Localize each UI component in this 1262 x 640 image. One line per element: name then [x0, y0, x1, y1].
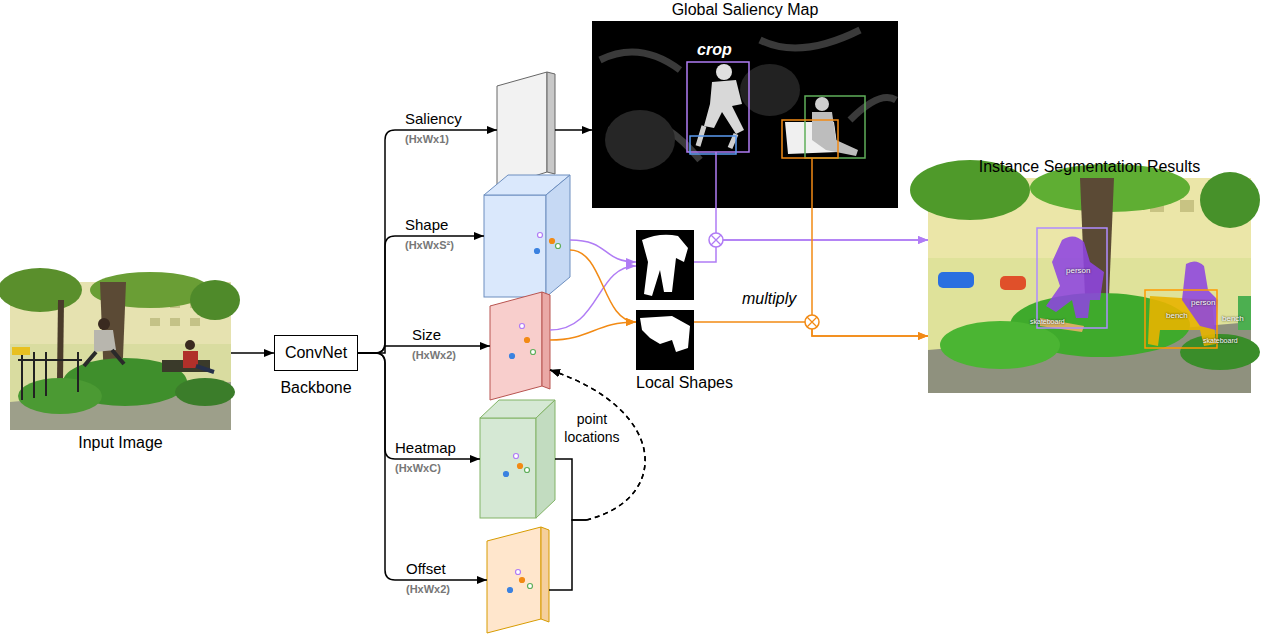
heatmap-tensor [480, 400, 555, 518]
operation-label: crop [697, 41, 732, 59]
connector-line [555, 459, 586, 520]
point-dots [504, 233, 561, 593]
image-panel: Global Saliency Map [592, 21, 898, 208]
branch-label: Size [412, 326, 441, 343]
tensor-map: Heatmap(HxWxC) [480, 400, 555, 518]
panel-caption: Local Shapes [636, 374, 733, 392]
tensor-dims: (HxWxS²) [405, 239, 454, 252]
class-label: skateboard [1203, 337, 1238, 344]
arrow-connector [570, 240, 636, 262]
arrow-connector [716, 208, 928, 240]
tensor-dims: (HxWx2) [412, 349, 456, 362]
shape-tensor [484, 175, 570, 297]
arrow-connector [555, 129, 592, 131]
arrow-connector [358, 353, 487, 580]
multiply-symbol [805, 315, 819, 329]
operation-label: multiply [742, 290, 796, 308]
tensor-map: Offset(HxWx2) [487, 527, 549, 633]
tensor-dims: (HxWxC) [395, 462, 441, 475]
arrow-connector [358, 353, 480, 459]
results-photo [910, 160, 1260, 393]
arrow-connector [550, 266, 636, 330]
tensor-dims: (HxWx2) [406, 583, 450, 596]
size-tensor [490, 292, 550, 400]
image-panel: Instance Segmentation Results [928, 178, 1251, 393]
mask-group: Local Shapes [636, 230, 694, 370]
panel-title: Instance Segmentation Results [928, 158, 1251, 176]
panel-title: Global Saliency Map [592, 1, 898, 19]
class-label: bench [1166, 311, 1188, 320]
tensor-dims: (HxWx1) [405, 133, 449, 146]
flow-note: point locations [560, 410, 624, 446]
connector-line [550, 370, 645, 520]
offset-tensor [487, 527, 549, 633]
arrow-connector [570, 250, 636, 322]
branch-label: Heatmap [395, 439, 456, 456]
arrow-connector [694, 240, 928, 262]
arrow-connector [231, 352, 274, 354]
image-panel: Input Image [10, 282, 231, 430]
class-label: bench [1222, 314, 1244, 323]
connector-line [549, 520, 586, 590]
tensor-map: Shape(HxWxS²) [484, 175, 570, 297]
branch-label: Saliency [405, 110, 462, 127]
saliency-map-image [592, 21, 898, 208]
branch-label: Offset [406, 560, 446, 577]
class-label: skateboard [1030, 318, 1065, 325]
input-photo [0, 268, 240, 430]
connector-line [550, 370, 645, 520]
saliency-tensor [497, 72, 555, 188]
process-box: ConvNetBackbone [274, 335, 358, 371]
dashed-connector [550, 370, 645, 520]
tensor-map: Size(HxWx2) [490, 292, 550, 400]
panel-caption: Input Image [10, 434, 231, 452]
multiply-symbol [709, 233, 723, 247]
dashed-connector [549, 370, 645, 590]
class-label: person [1066, 266, 1090, 275]
branch-label: Shape [405, 216, 448, 233]
box-caption: Backbone [280, 378, 351, 398]
arrow-connector [358, 236, 484, 353]
arrow-connector [550, 322, 636, 340]
box-label: ConvNet [275, 343, 357, 363]
class-label: person [1191, 298, 1215, 307]
arrow-connector [358, 130, 497, 353]
local-shape-masks [636, 230, 694, 370]
tensor-map: Saliency(HxWx1) [497, 72, 555, 188]
arrow-connector [812, 208, 928, 336]
